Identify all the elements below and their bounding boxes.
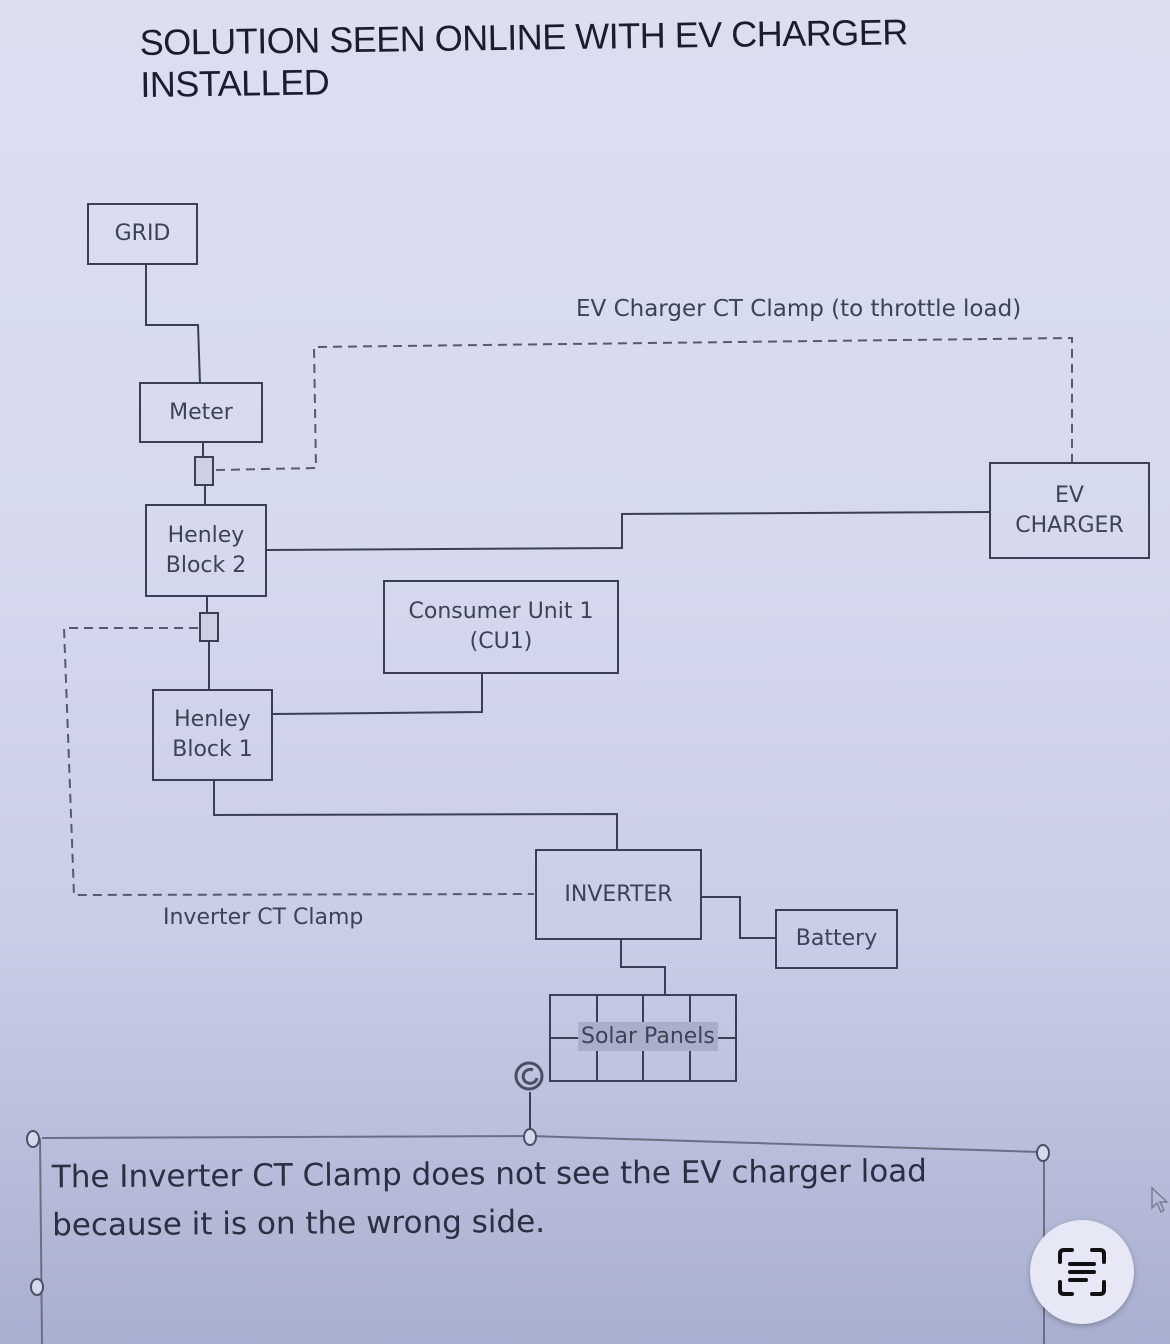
battery-label: Battery <box>795 926 878 952</box>
inverter-solar-wire <box>620 939 666 996</box>
text-scan-icon <box>1058 1248 1106 1296</box>
meter-label: Meter <box>169 399 233 425</box>
meter-node[interactable]: Meter <box>139 382 263 443</box>
grid-meter-wire <box>145 264 201 385</box>
henley-block-2-line2: Block 2 <box>165 552 247 578</box>
ev-charger-node[interactable]: EV CHARGER <box>989 462 1150 559</box>
henley-block-2-line1: Henley <box>167 522 245 548</box>
henley-block-2-node[interactable]: Henley Block 2 <box>145 504 267 597</box>
meter-ct-clamp[interactable] <box>194 456 214 486</box>
ev-ct-clamp-label: EV Charger CT Clamp (to throttle load) <box>576 296 1022 322</box>
grid-label: GRID <box>114 221 171 247</box>
inverter-node[interactable]: INVERTER <box>535 849 702 940</box>
henley-block-1-line1: Henley <box>174 707 251 733</box>
rotate-handle-icon <box>514 1061 544 1091</box>
consumer-unit-node[interactable]: Consumer Unit 1 (CU1) <box>383 580 619 674</box>
text-scan-button[interactable] <box>1030 1220 1134 1324</box>
solar-panels-label[interactable]: Solar Panels <box>578 1022 718 1051</box>
henley-ct-clamp[interactable] <box>199 612 219 642</box>
ev-charger-line1: EV <box>1055 482 1084 508</box>
resize-handle-top-left[interactable] <box>26 1130 40 1148</box>
consumer-unit-line1: Consumer Unit 1 <box>408 599 594 625</box>
henley-block-1-line2: Block 1 <box>172 737 253 762</box>
mouse-pointer-icon <box>1151 1186 1169 1214</box>
inverter-battery-wire <box>701 896 776 939</box>
ev-charger-line2: CHARGER <box>1015 512 1124 538</box>
grid-node[interactable]: GRID <box>87 203 198 265</box>
note-line-2: because it is on the wrong side. <box>52 1203 546 1244</box>
inverter-label: INVERTER <box>564 881 673 907</box>
note-textbox[interactable]: The Inverter CT Clamp does not see the E… <box>52 1147 1013 1250</box>
henley1-cu1-wire <box>271 673 483 715</box>
note-line-1: The Inverter CT Clamp does not see the E… <box>51 1153 928 1196</box>
resize-handle-top-middle[interactable] <box>523 1128 537 1146</box>
inverter-ct-clamp-label: Inverter CT Clamp <box>163 905 364 930</box>
resize-handle-middle-left[interactable] <box>30 1278 44 1296</box>
henley1-inverter-wire <box>213 780 618 851</box>
battery-node[interactable]: Battery <box>775 909 898 969</box>
henley2-ev-wire <box>265 511 991 551</box>
inverter-ct-dashed <box>62 627 535 897</box>
resize-handle-top-right[interactable] <box>1036 1144 1050 1162</box>
henley-block-1-node[interactable]: Henley Block 1 <box>152 689 273 781</box>
ev-ct-dashed <box>215 336 1073 471</box>
consumer-unit-line2: (CU1) <box>469 629 533 654</box>
